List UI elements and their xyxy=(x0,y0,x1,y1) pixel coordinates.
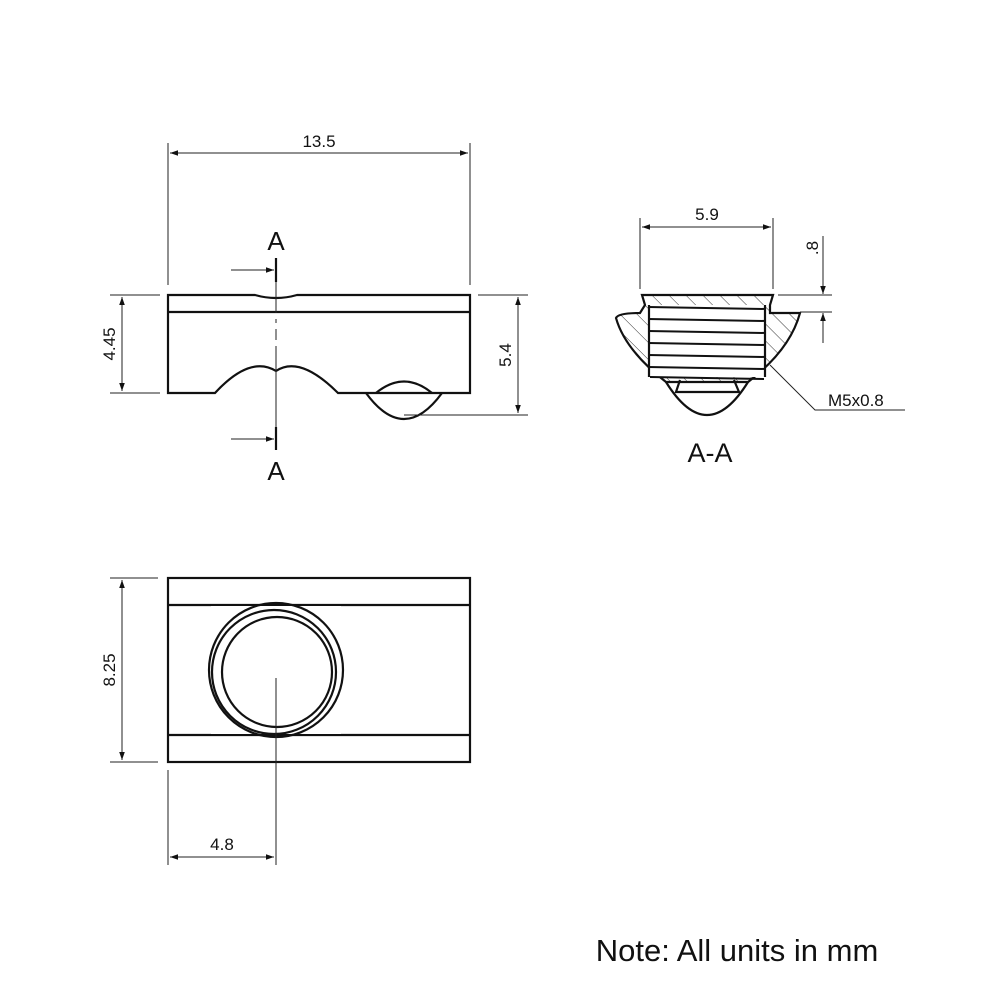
section-ball xyxy=(665,381,749,417)
dim-body-height: 4.45 xyxy=(100,327,119,360)
section-title: A-A xyxy=(687,438,732,468)
section-mark-top: A xyxy=(267,226,285,256)
side-view: A A 13.5 4.45 5.4 xyxy=(100,132,528,486)
ball-top-arc xyxy=(375,380,433,394)
dim-total-height: 5.4 xyxy=(496,343,515,367)
dim-chamfer-depth: .8 xyxy=(803,241,822,255)
ball-outline xyxy=(365,392,443,420)
dim-overall-length: 13.5 xyxy=(302,132,335,151)
units-note: Note: All units in mm xyxy=(596,933,879,968)
hole-inner xyxy=(220,615,334,729)
section-mark-bottom: A xyxy=(267,456,285,486)
side-view-outline xyxy=(166,293,472,395)
top-view-outline xyxy=(166,576,472,764)
thread-lines xyxy=(647,306,767,380)
dim-section-width: 5.9 xyxy=(695,205,719,224)
section-view: 5.9 .8 M5x0.8 A-A xyxy=(614,205,905,468)
thread-callout: M5x0.8 xyxy=(828,391,884,410)
dim-width: 8.25 xyxy=(100,653,119,686)
thread-leader xyxy=(769,364,905,411)
top-view: 8.25 4.8 xyxy=(100,576,472,865)
dim-hole-offset: 4.8 xyxy=(210,835,234,854)
